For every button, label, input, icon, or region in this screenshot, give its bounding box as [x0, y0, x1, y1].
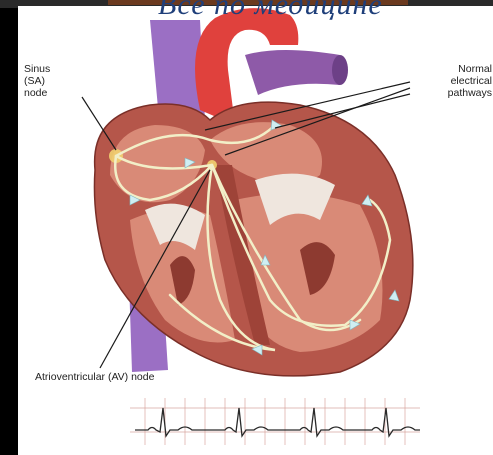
label-av-node: Atrioventricular (AV) node: [35, 371, 154, 383]
label-sa-line-3: node: [24, 87, 50, 99]
pulmonary-artery: [245, 50, 340, 95]
label-normal-pathways: Normal electrical pathways: [420, 63, 492, 99]
label-sa-line-1: Sinus: [24, 63, 50, 75]
label-np-line-3: pathways: [420, 87, 492, 99]
label-sa-line-2: (SA): [24, 75, 50, 87]
pulmonary-artery-end: [332, 55, 348, 85]
label-np-line-1: Normal: [420, 63, 492, 75]
label-np-line-2: electrical: [420, 75, 492, 87]
ecg-grid: [130, 398, 420, 445]
watermark-text: Все по медицине: [158, 0, 383, 22]
label-sa-node: Sinus (SA) node: [24, 63, 50, 99]
ecg-strip: [130, 398, 420, 445]
